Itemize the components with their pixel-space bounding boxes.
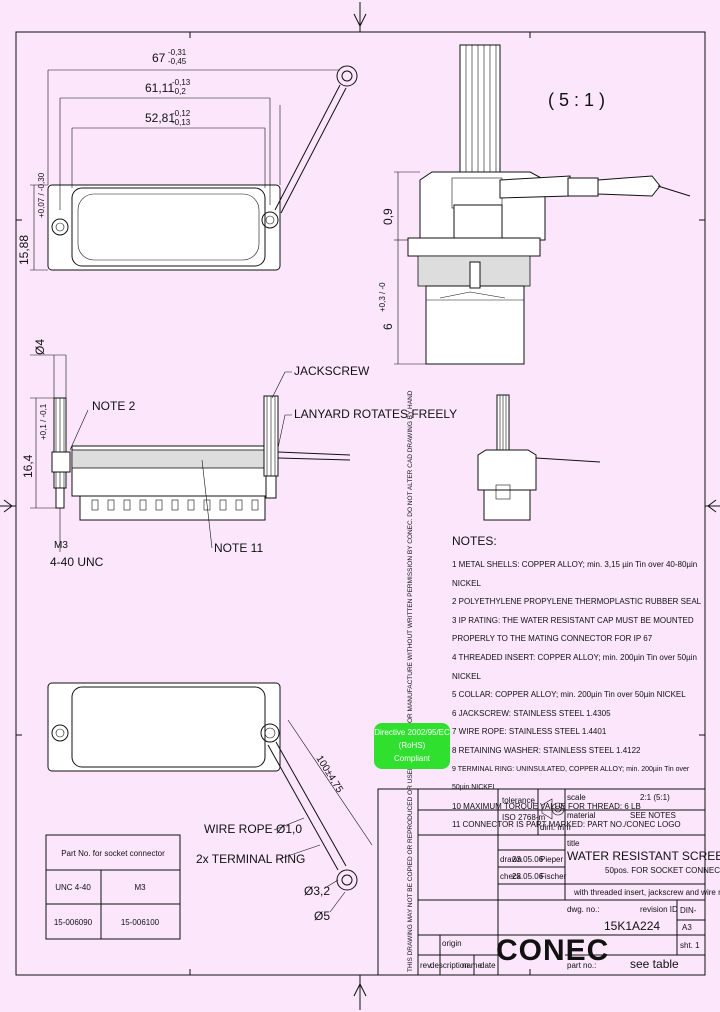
tb-sub1: 50pos. FOR SOCKET CONNECTOR xyxy=(605,866,720,875)
dim-6111-tol-up: -0,13 xyxy=(172,78,191,87)
tb-sub2: with threaded insert, jackscrew and wire… xyxy=(573,888,720,897)
part-table xyxy=(45,834,181,940)
detail-dimensions xyxy=(394,171,426,365)
tb-material-label: material xyxy=(567,811,596,820)
label-m3: M3 xyxy=(54,540,68,551)
bottom-view xyxy=(47,682,358,891)
title-block xyxy=(377,788,706,976)
note-1: 1 METAL SHELLS: COPPER ALLOY; min. 3,15 … xyxy=(452,560,698,588)
label-dia5: Ø5 xyxy=(314,909,330,923)
label-note11: NOTE 11 xyxy=(214,541,263,555)
tb-material-val: SEE NOTES xyxy=(630,811,676,820)
side-view xyxy=(51,395,351,521)
note-9: 9 TERMINAL RING: UNINSULATED, COPPER ALL… xyxy=(452,765,690,792)
tb-sheet: sht. 1 xyxy=(680,941,700,950)
legal-text: THIS DRAWING MAY NOT BE COPIED OR REPROD… xyxy=(407,390,414,972)
tb-title-label: title xyxy=(567,839,580,848)
side-dimensions xyxy=(30,354,292,552)
note-8: 8 RETAINING WASHER: STAINLESS STEEL 1.41… xyxy=(452,745,641,755)
note-4: 4 THREADED INSERT: COPPER ALLOY; min. 20… xyxy=(452,652,697,681)
tb-revision-label: revision ID xyxy=(640,905,678,914)
tb-scale-val: 2:1 (5:1) xyxy=(640,793,670,802)
dim-164-tol: +0,1 / -0,1 xyxy=(39,403,48,440)
dim-6: 6 xyxy=(381,323,395,330)
tb-name: name xyxy=(462,961,483,970)
tb-drawn: drawn xyxy=(500,855,522,864)
note-6: 6 JACKSCREW: STAINLESS STEEL 1.4305 xyxy=(452,708,611,718)
dim-1588-tol: +0,07 / -0,30 xyxy=(37,172,46,218)
top-dimensions xyxy=(30,69,340,271)
label-note2: NOTE 2 xyxy=(92,399,136,413)
part-table-header: Part No. for socket connector xyxy=(61,849,165,858)
tb-tolerance-label: tolerance xyxy=(502,796,535,805)
note-3: 3 IP RATING: THE WATER RESISTANT CAP MUS… xyxy=(452,615,694,625)
tb-desc: description xyxy=(430,961,469,970)
tb-scale-label: scale xyxy=(567,793,586,802)
tb-dwg-label: dwg. no.: xyxy=(567,905,599,914)
top-view xyxy=(47,65,358,271)
tb-orig: origin xyxy=(442,939,462,948)
bottom-dimensions xyxy=(273,719,373,913)
part-table-cell-m3: 15-006100 xyxy=(121,918,160,927)
dim-5281: 52,81 xyxy=(145,111,175,125)
conec-logo: CONEC xyxy=(496,934,609,967)
dim-164: 16,4 xyxy=(21,454,35,478)
dim-1588: 15,88 xyxy=(17,235,31,265)
dim-67-tol-up: -0,31 xyxy=(168,48,187,57)
tb-part-label: part no.: xyxy=(567,961,596,970)
dim-dia4: Ø4 xyxy=(33,339,47,355)
rohs-badge: Directive 2002/95/EC (RoHS) Compliant xyxy=(374,723,450,769)
rohs-line-3: Compliant xyxy=(393,754,430,763)
small-front-view xyxy=(477,394,601,521)
note-3b: PROPERLY TO THE MATING CONNECTOR FOR IP … xyxy=(452,634,653,644)
dim-5281-tol-up: -0,12 xyxy=(172,109,191,118)
label-dim-len: 100±4,75 xyxy=(313,754,345,796)
tb-part-val: see table xyxy=(630,957,679,971)
tb-drawn-date: 23.05.06 xyxy=(512,855,544,864)
notes-title: NOTES: xyxy=(452,534,497,548)
label-wire-rope: WIRE ROPE Ø1,0 xyxy=(204,822,302,836)
tb-unit: dim. mm xyxy=(540,823,571,832)
scale-label: ( 5 : 1 ) xyxy=(548,90,605,110)
part-table-cell-unc: 15-006090 xyxy=(54,918,93,927)
tb-check-date: 23.05.06 xyxy=(512,872,544,881)
dim-6111: 61,11 xyxy=(145,81,174,95)
tb-dwg-no: 15K1A224 xyxy=(604,919,660,933)
tb-size: A3 xyxy=(682,923,692,932)
notes-list: 1 METAL SHELLS: COPPER ALLOY; min. 3,15 … xyxy=(452,556,704,835)
dim-5281-tol-dn: -0,13 xyxy=(172,118,191,127)
dim-6111-tol-dn: -0,2 xyxy=(172,87,186,96)
rohs-line-1: Directive 2002/95/EC xyxy=(374,728,450,737)
tb-date: date xyxy=(480,961,496,970)
label-terminal-ring: 2x TERMINAL RING xyxy=(196,852,305,866)
label-jackscrew: JACKSCREW xyxy=(294,364,370,378)
label-unc: 4-40 UNC xyxy=(50,555,104,569)
note-7: 7 WIRE ROPE: STAINLESS STEEL 1.4401 xyxy=(452,727,607,737)
tb-check-name: Fischer xyxy=(540,872,567,881)
rohs-line-2: (RoHS) xyxy=(398,741,426,750)
note-11: 11 CONNECTOR IS PART MARKED: PART NO./CO… xyxy=(452,820,681,830)
tb-tolerance-val: ISO 2768-m xyxy=(502,813,545,822)
note-5: 5 COLLAR: COPPER ALLOY; min. 200µin Tin … xyxy=(452,690,686,700)
tb-drawn-name: Pieper xyxy=(540,855,563,864)
label-lanyard: LANYARD ROTATES FREELY xyxy=(294,407,457,421)
dim-6-tol: +0,3 / -0 xyxy=(378,282,387,312)
label-dia32: Ø3,2 xyxy=(304,884,330,898)
projection-symbol-icon xyxy=(541,798,565,820)
tb-rev: rev. xyxy=(420,961,433,970)
part-table-col-m3: M3 xyxy=(134,883,146,892)
tb-check: check xyxy=(500,872,522,881)
dim-67-tol-dn: -0,45 xyxy=(168,57,187,66)
dim-09: 0,9 xyxy=(381,208,395,225)
note-10: 10 MAXIMUM TORQUE VALUE FOR THREAD: 6 LB xyxy=(452,801,641,811)
tb-title: WATER RESISTANT SCREEN CAP xyxy=(567,849,720,863)
detail-view xyxy=(407,44,691,365)
dim-67: 67 xyxy=(152,51,166,65)
part-table-col-unc: UNC 4-40 xyxy=(55,883,91,892)
tb-format-label: DIN- xyxy=(680,906,697,915)
note-2: 2 POLYETHYLENE PROPYLENE THERMOPLASTIC R… xyxy=(452,597,702,607)
